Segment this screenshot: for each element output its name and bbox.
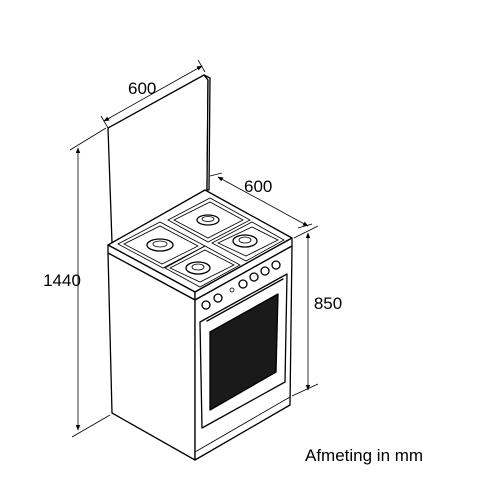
dimension-lid-width-label: 600	[128, 79, 156, 98]
dimension-lid-width	[100, 59, 206, 129]
dimension-total-height-label: 1440	[43, 271, 81, 290]
dimension-body-height	[291, 225, 319, 397]
control-knobs	[201, 260, 281, 310]
units-caption: Afmeting in mm	[305, 446, 423, 465]
dimension-body-height-label: 850	[314, 294, 342, 313]
dimension-depth	[209, 172, 313, 229]
burner-front-right	[185, 261, 211, 275]
oven-door	[199, 273, 288, 429]
burners	[146, 214, 258, 275]
burner-front-left	[146, 238, 174, 252]
burner-grates	[117, 197, 285, 288]
dimension-depth-label: 600	[244, 177, 272, 196]
oven-handle	[206, 278, 284, 322]
burner-back-left	[196, 214, 220, 226]
dimension-total-height	[69, 127, 111, 438]
burner-back-right	[232, 234, 258, 248]
